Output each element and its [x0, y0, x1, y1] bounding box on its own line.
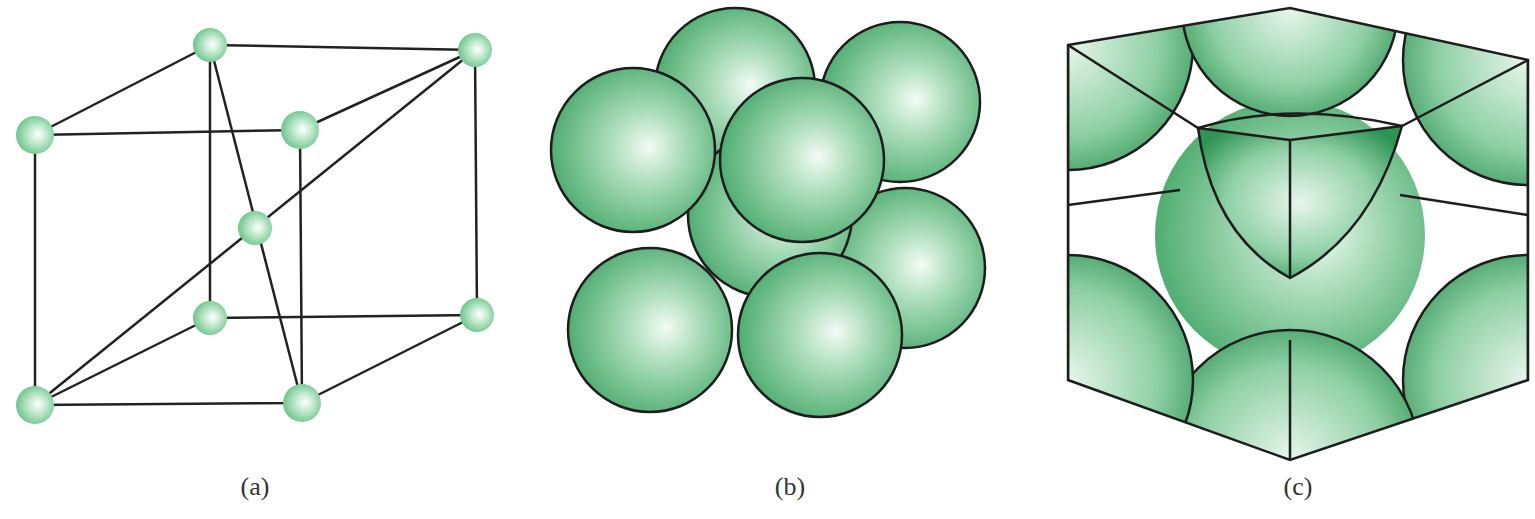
cutaway-cell: [943, 0, 1535, 519]
panel-label: (c): [1284, 472, 1313, 502]
cell-outline: [1068, 8, 1528, 460]
ball-stick-cell: [35, 45, 477, 405]
atom-balls: [16, 28, 494, 424]
panel-label: (b): [775, 472, 805, 502]
space-filling-cell: [551, 8, 985, 417]
panel-label: (a): [241, 472, 270, 502]
